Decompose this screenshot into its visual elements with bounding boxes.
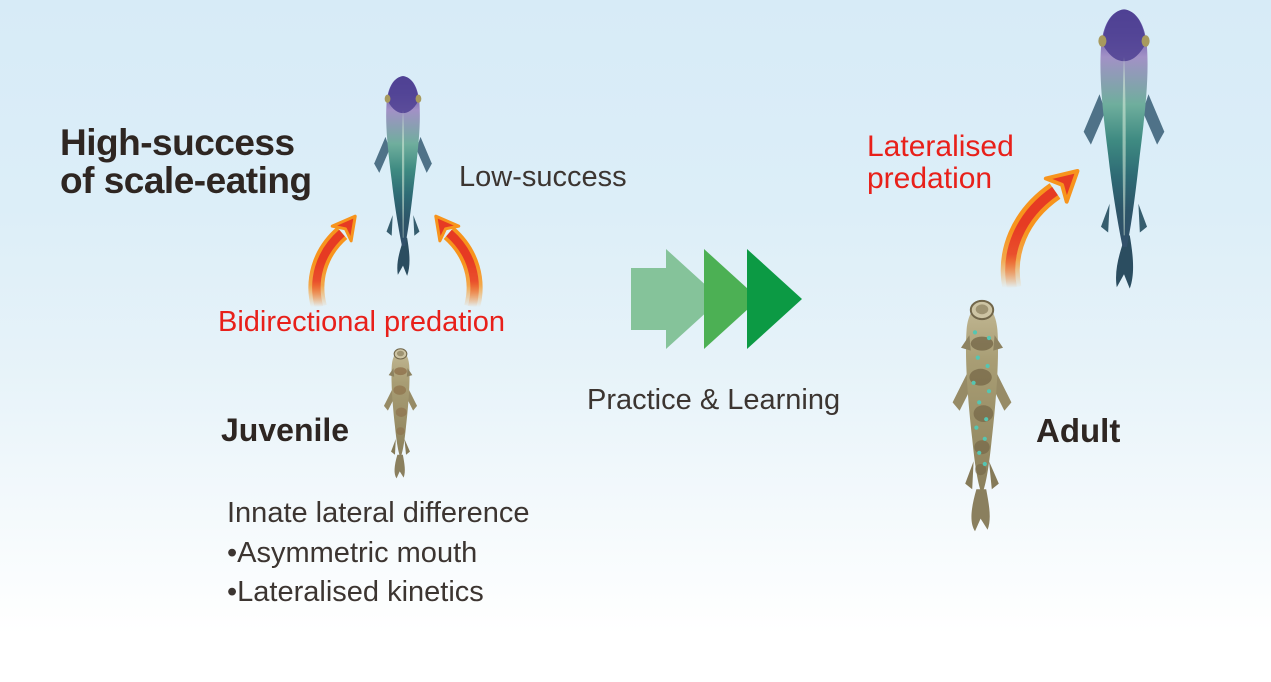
innate-heading: Innate lateral difference	[227, 497, 530, 529]
high-success-title: High-success of scale-eating	[60, 122, 312, 202]
lateralised-attack-arrow-icon	[997, 158, 1095, 290]
bidirectional-predation-label: Bidirectional predation	[218, 306, 505, 338]
innate-difference-notes: Innate lateral difference •Asymmetric mo…	[227, 494, 530, 613]
attack-arrow-left-icon	[297, 209, 367, 309]
prey-fish-icon	[370, 73, 436, 279]
progression-arrows-icon	[631, 249, 805, 349]
juvenile-stage-label: Juvenile	[221, 412, 350, 448]
innate-bullet-lateralised-kinetics: •Lateralised kinetics	[227, 576, 484, 609]
low-success-label: Low-success	[459, 161, 627, 193]
prey-fish-adult-target-icon	[1078, 5, 1170, 293]
lateralised-predation-label: Lateralised predation	[867, 130, 1014, 196]
lateralised-line-1: Lateralised	[867, 130, 1014, 163]
attack-arrow-right-icon	[424, 209, 494, 309]
adult-stage-label: Adult	[1036, 412, 1121, 449]
practice-learning-label: Practice & Learning	[587, 384, 841, 416]
lateralised-line-2: predation	[867, 162, 993, 196]
title-line-1: High-success	[60, 122, 295, 163]
innate-bullet-asymmetric-mouth: •Asymmetric mouth	[227, 536, 478, 569]
title-line-2: of scale-eating	[60, 160, 312, 202]
adult-fish-icon	[951, 296, 1013, 534]
juvenile-fish-icon	[381, 346, 420, 480]
